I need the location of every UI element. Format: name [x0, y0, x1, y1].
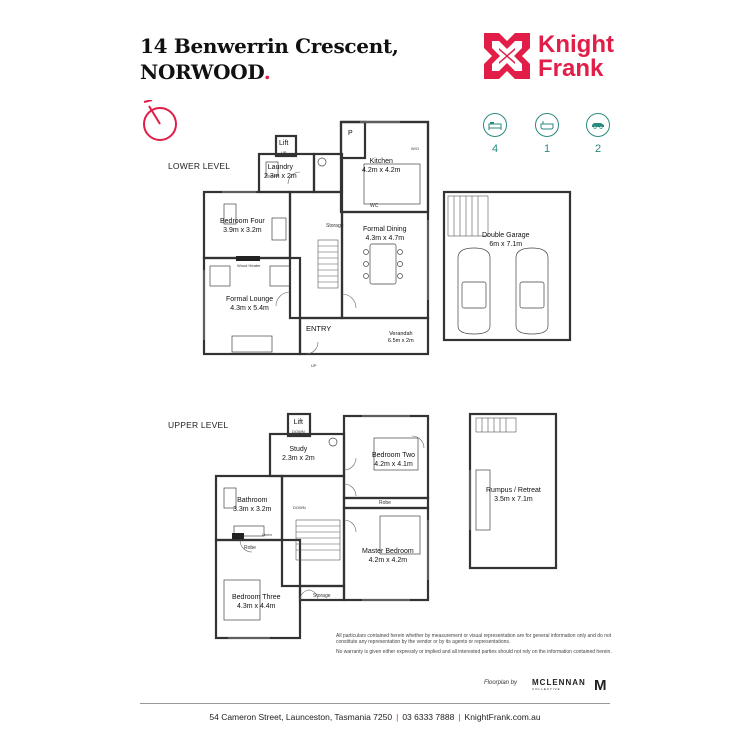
floorplan-credit-label: Floorplan by [484, 680, 518, 686]
brand-name: Knight Frank [538, 33, 614, 81]
footer-website-link[interactable]: KnightFrank.com.au [464, 712, 541, 722]
bath-icon [535, 113, 559, 137]
wc-label: WC [370, 203, 379, 209]
lounge-dims: 4.3m x 5.4m [230, 304, 269, 312]
dining-name: Formal Dining [363, 226, 407, 233]
rumpus-name: Rumpus / Retreat [486, 487, 541, 494]
wc-outline [312, 152, 344, 194]
upper-level-heading: UPPER LEVEL [168, 420, 229, 430]
bedroom2-name: Bedroom Two [372, 452, 416, 459]
wo-label: W/O [411, 146, 419, 151]
bathroom-dims: 3.3m x 3.2m [233, 505, 272, 513]
study-name: Study [289, 446, 308, 453]
laundry-dims: 2.3m x 2m [264, 172, 297, 180]
bed-icon [483, 113, 507, 137]
entry-outline [298, 316, 430, 356]
car-icon [586, 113, 610, 137]
upper-robe-label-1: Robe [379, 500, 391, 506]
bedroom3-dims: 4.3m x 4.4m [237, 602, 276, 610]
bedroom4-name: Bedroom Four [220, 218, 265, 225]
mclennan-name: MCLENNAN [532, 678, 586, 687]
bedrooms-stat: 4 [478, 113, 512, 155]
upper-robe-label-2: Robe [244, 545, 256, 551]
disclaimer: All particulars contained herein whether… [336, 633, 616, 655]
upper-down-label: DOWN [293, 505, 306, 510]
storage-label: Storage [326, 223, 344, 229]
footer: 54 Cameron Street, Launceston, Tasmania … [140, 712, 610, 722]
garage-outline [442, 190, 572, 342]
upper-storage-label: Storage [313, 593, 331, 599]
dining-dims: 4.3m x 4.7m [365, 234, 405, 242]
wood-heater-label: Wood Heater [237, 263, 261, 268]
bathrooms-stat: 1 [530, 113, 564, 155]
brand-name-line2: Frank [538, 55, 604, 82]
lower-up-label: UP [311, 363, 317, 368]
laundry-name: Laundry [267, 164, 293, 171]
disclaimer-p1: All particulars contained herein whether… [336, 633, 612, 646]
footer-phone[interactable]: 03 6333 7888 [402, 712, 455, 722]
garage-name: Double Garage [482, 232, 530, 239]
upper-lift-name: Lift [293, 419, 303, 426]
knight-frank-logo-icon [484, 33, 530, 79]
garage-dims: 6m x 7.1m [489, 240, 523, 248]
bedroom4-dims: 3.9m x 3.2m [223, 226, 262, 234]
bathroom-name: Bathroom [237, 497, 268, 504]
suburb: NORWOOD [140, 60, 264, 84]
master-name: Master Bedroom [362, 548, 414, 555]
rumpus-dims: 3.5m x 7.1m [494, 495, 533, 503]
verandah-name: Verandah [389, 331, 413, 337]
pantry-label: P [348, 130, 353, 137]
mclennan-sub: COLLECTIVE [532, 687, 561, 691]
footer-address: 54 Cameron Street, Launceston, Tasmania … [209, 712, 393, 722]
lounge-name: Formal Lounge [226, 296, 274, 303]
footer-divider [140, 703, 610, 704]
bedroom3-name: Bedroom Three [232, 594, 281, 601]
kitchen-name: Kitchen [369, 158, 393, 165]
study-dims: 2.3m x 2m [282, 454, 315, 462]
bedroom2-dims: 4.2m x 4.1m [374, 460, 413, 468]
mclennan-mark-icon: M [594, 677, 607, 694]
lower-lift-name: Lift [279, 140, 289, 147]
address-dot: . [263, 60, 271, 84]
bathrooms-count: 1 [543, 143, 551, 155]
kitchen-dims: 4.2m x 4.2m [362, 166, 401, 174]
entry-label: ENTRY [306, 324, 332, 333]
lower-lift-outline [274, 134, 298, 158]
lower-lift-tag: UP [280, 149, 287, 155]
lower-level-heading: LOWER LEVEL [168, 161, 231, 171]
brand-name-line1: Knight [538, 31, 614, 58]
parking-stat: 2 [581, 113, 615, 155]
address-line-1: 14 Benwerrin Crescent, [140, 34, 399, 58]
footer-separator-2: | [458, 712, 461, 722]
verandah-dims: 6.5m x 2m [388, 337, 414, 344]
upper-lift-tag: DOWN [292, 428, 305, 434]
parking-count: 2 [594, 143, 602, 155]
upper-lift-outline [286, 412, 312, 438]
bedroom3-outline [214, 538, 302, 640]
disclaimer-p2: No warranty is given either expressly or… [336, 648, 612, 655]
master-dims: 4.2m x 4.2m [368, 556, 408, 564]
footer-separator-1: | [396, 712, 399, 722]
north-compass-icon [143, 100, 177, 141]
linen-label: Linen [262, 532, 272, 537]
bedrooms-count: 4 [491, 143, 499, 155]
address-line-2: NORWOOD. [140, 60, 271, 84]
